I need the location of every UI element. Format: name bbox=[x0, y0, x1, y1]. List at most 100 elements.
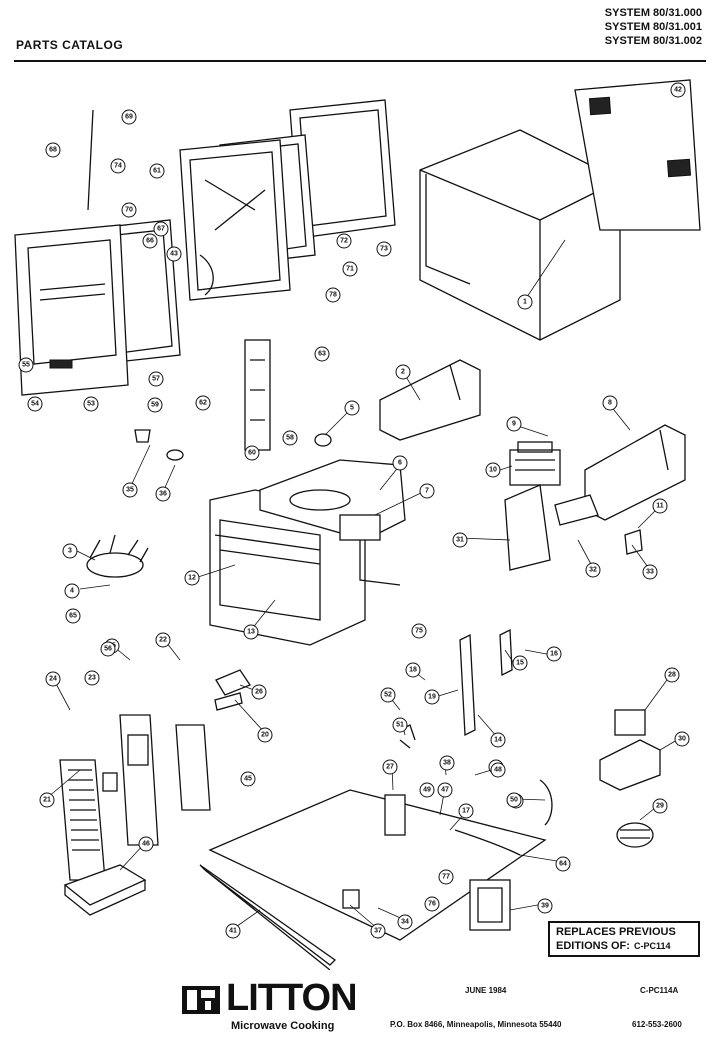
callout-number: 19 bbox=[428, 694, 436, 701]
callout-number: 41 bbox=[229, 928, 237, 935]
callout-circle bbox=[243, 624, 259, 640]
callout-number: 28 bbox=[668, 672, 676, 679]
callout-15: 15 bbox=[512, 655, 528, 671]
callout-group: 1234567891011121314151617181920212223242… bbox=[18, 82, 690, 939]
callout-39: 39 bbox=[537, 898, 553, 914]
callout-61: 61 bbox=[149, 163, 165, 179]
callout-number: 13 bbox=[247, 629, 255, 636]
page-title: PARTS CATALOG bbox=[16, 38, 124, 52]
callout-number: 54 bbox=[31, 401, 39, 408]
callout-number: 57 bbox=[152, 376, 160, 383]
callout-52: 52 bbox=[380, 687, 396, 703]
callout-circle bbox=[27, 396, 43, 412]
callout-circle bbox=[325, 287, 341, 303]
callout-74: 74 bbox=[110, 158, 126, 174]
callout-circle bbox=[370, 923, 386, 939]
callout-circle bbox=[336, 233, 352, 249]
callout-16: 16 bbox=[546, 646, 562, 662]
callout-49: 49 bbox=[419, 782, 435, 798]
callout-29: 29 bbox=[652, 798, 668, 814]
callout-number: 9 bbox=[512, 421, 516, 428]
replaces-notice: REPLACES PREVIOUS EDITIONS OF:C-PC114 bbox=[548, 921, 700, 957]
callout-37: 37 bbox=[370, 923, 386, 939]
callout-number: 34 bbox=[401, 919, 409, 926]
callout-number: 4 bbox=[70, 588, 74, 595]
callout-number: 18 bbox=[409, 667, 417, 674]
callout-circle bbox=[65, 608, 81, 624]
callout-circle bbox=[439, 755, 455, 771]
callout-number: 1 bbox=[523, 299, 527, 306]
callout-number: 49 bbox=[423, 787, 431, 794]
callout-circle bbox=[512, 655, 528, 671]
callout-41: 41 bbox=[225, 923, 241, 939]
callout-number: 78 bbox=[329, 292, 337, 299]
callout-number: 33 bbox=[646, 569, 654, 576]
callout-number: 30 bbox=[678, 736, 686, 743]
oven-cavity bbox=[209, 459, 406, 646]
callout-65: 65 bbox=[65, 608, 81, 624]
callout-number: 16 bbox=[550, 651, 558, 658]
callout-number: 2 bbox=[401, 369, 405, 376]
callout-number: 31 bbox=[456, 537, 464, 544]
callout-circle bbox=[438, 869, 454, 885]
callout-circle bbox=[166, 246, 182, 262]
callout-1: 1 bbox=[517, 294, 533, 310]
callout-number: 69 bbox=[125, 114, 133, 121]
callout-circle bbox=[411, 623, 427, 639]
callout-6: 6 bbox=[392, 455, 408, 471]
callout-number: 21 bbox=[43, 797, 51, 804]
callout-circle bbox=[652, 498, 668, 514]
callout-circle bbox=[424, 689, 440, 705]
callout-circle bbox=[64, 583, 80, 599]
callout-circle bbox=[419, 483, 435, 499]
replaces-edition: C-PC114 bbox=[633, 941, 671, 951]
callout-number: 22 bbox=[159, 637, 167, 644]
callout-number: 61 bbox=[153, 168, 161, 175]
fan-motor bbox=[599, 709, 661, 848]
callout-number: 60 bbox=[248, 450, 256, 457]
callout-55: 55 bbox=[18, 357, 34, 373]
callout-circle bbox=[517, 294, 533, 310]
callout-number: 37 bbox=[374, 928, 382, 935]
callout-32: 32 bbox=[585, 562, 601, 578]
callout-18: 18 bbox=[405, 662, 421, 678]
callout-circle bbox=[184, 570, 200, 586]
callout-number: 56 bbox=[104, 646, 112, 653]
control-panel bbox=[59, 714, 211, 881]
callout-number: 70 bbox=[125, 207, 133, 214]
callout-circle bbox=[490, 762, 506, 778]
callout-11: 11 bbox=[652, 498, 668, 514]
callout-number: 68 bbox=[49, 147, 57, 154]
callout-58: 58 bbox=[282, 430, 298, 446]
callout-5: 5 bbox=[344, 400, 360, 416]
callout-20: 20 bbox=[257, 727, 273, 743]
callout-circle bbox=[153, 221, 169, 237]
callout-9: 9 bbox=[506, 416, 522, 432]
callout-number: 32 bbox=[589, 567, 597, 574]
company-phone: 612-553-2600 bbox=[632, 1020, 682, 1029]
callout-number: 20 bbox=[261, 732, 269, 739]
callout-72: 72 bbox=[336, 233, 352, 249]
callout-circle bbox=[546, 646, 562, 662]
callout-number: 10 bbox=[489, 467, 497, 474]
callout-number: 14 bbox=[494, 737, 502, 744]
replaces-line2: EDITIONS OF:C-PC114 bbox=[556, 939, 692, 953]
callout-circle bbox=[45, 142, 61, 158]
callout-circle bbox=[138, 836, 154, 852]
callout-number: 7 bbox=[425, 488, 429, 495]
callout-2: 2 bbox=[395, 364, 411, 380]
callout-circle bbox=[121, 202, 137, 218]
callout-circle bbox=[485, 462, 501, 478]
callout-50: 50 bbox=[506, 792, 522, 808]
callout-circle bbox=[537, 898, 553, 914]
callout-circle bbox=[83, 396, 99, 412]
callout-number: 53 bbox=[87, 401, 95, 408]
replaces-label: EDITIONS OF: bbox=[556, 940, 630, 952]
callout-number: 52 bbox=[384, 692, 392, 699]
callout-circle bbox=[452, 532, 468, 548]
callout-number: 65 bbox=[69, 613, 77, 620]
callout-number: 5 bbox=[350, 405, 354, 412]
litton-logo-icon bbox=[182, 986, 220, 1014]
callout-number: 23 bbox=[88, 675, 96, 682]
callout-14: 14 bbox=[490, 732, 506, 748]
